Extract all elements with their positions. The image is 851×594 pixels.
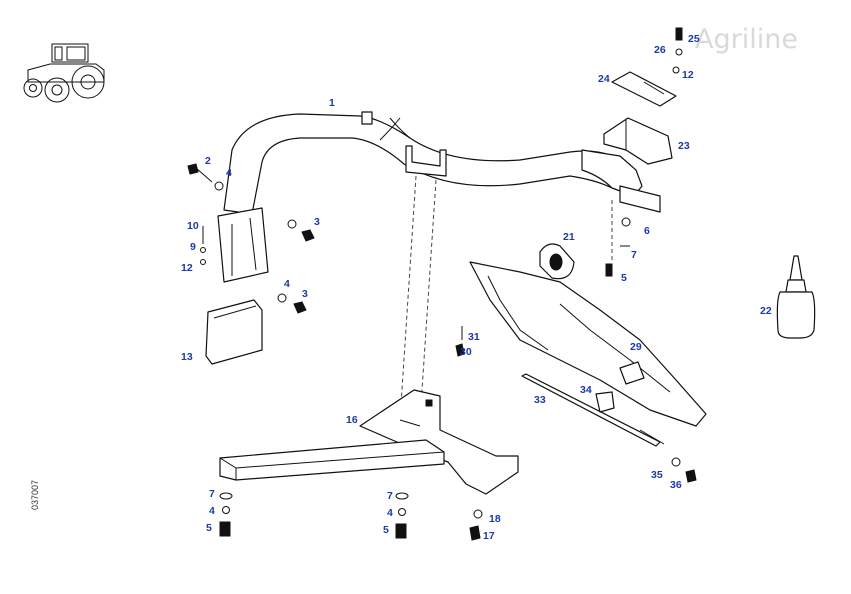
assembly-lines [399, 175, 613, 421]
callout-24: 24 [598, 73, 610, 85]
callout-1: 1 [329, 97, 335, 109]
callout-23: 23 [678, 140, 690, 152]
callout-26: 26 [654, 44, 666, 56]
drawing-code: 037007 [30, 480, 40, 510]
callout-7: 7 [209, 488, 215, 500]
callout-7: 7 [631, 249, 637, 261]
callout-18: 18 [489, 513, 501, 525]
callout-33: 33 [534, 394, 546, 406]
callout-17: 17 [483, 530, 495, 542]
tractor-icon [23, 43, 105, 103]
callout-6: 6 [644, 225, 650, 237]
right-lower-fasteners [455, 326, 697, 483]
callout-4: 4 [226, 167, 232, 179]
callout-35: 35 [651, 469, 663, 481]
left-bracket [217, 207, 269, 283]
grommet-21 [539, 243, 575, 280]
sealant-bottle-22 [776, 255, 816, 339]
watermark: Agriline [695, 24, 798, 55]
callout-36: 36 [670, 479, 682, 491]
callout-4: 4 [387, 507, 393, 519]
callout-3: 3 [302, 288, 308, 300]
fender-29 [469, 261, 707, 427]
callout-labels: 1 2 4 3 10 9 12 4 3 13 16 25 26 12 24 23… [181, 33, 772, 542]
base-plate-16 [359, 389, 519, 495]
callout-21: 21 [563, 231, 575, 243]
callout-31: 31 [468, 331, 480, 343]
callout-3: 3 [314, 216, 320, 228]
callout-5: 5 [383, 524, 389, 536]
callout-22: 22 [760, 305, 772, 317]
bottom-fasteners [219, 492, 483, 541]
callout-5: 5 [206, 522, 212, 534]
left-fasteners [187, 163, 315, 314]
callout-12: 12 [181, 262, 193, 274]
callout-4: 4 [284, 278, 290, 290]
callout-29: 29 [630, 341, 642, 353]
callout-16: 16 [346, 414, 358, 426]
main-tube-frame [223, 111, 661, 215]
callout-25: 25 [688, 33, 700, 45]
callout-9: 9 [190, 241, 196, 253]
callout-4: 4 [209, 505, 215, 517]
callout-12: 12 [682, 69, 694, 81]
guard-plate-13 [205, 299, 263, 365]
callout-30: 30 [460, 346, 472, 358]
bracket-23 [603, 117, 673, 165]
callout-2: 2 [205, 155, 211, 167]
right-fasteners [605, 27, 683, 277]
callout-7: 7 [387, 490, 393, 502]
cross-bar [219, 439, 445, 481]
callout-10: 10 [187, 220, 199, 232]
upper-bracket-24 [611, 71, 677, 107]
rod-33 [521, 373, 665, 447]
callout-34: 34 [580, 384, 592, 396]
callout-5: 5 [621, 272, 627, 284]
callout-13: 13 [181, 351, 193, 363]
